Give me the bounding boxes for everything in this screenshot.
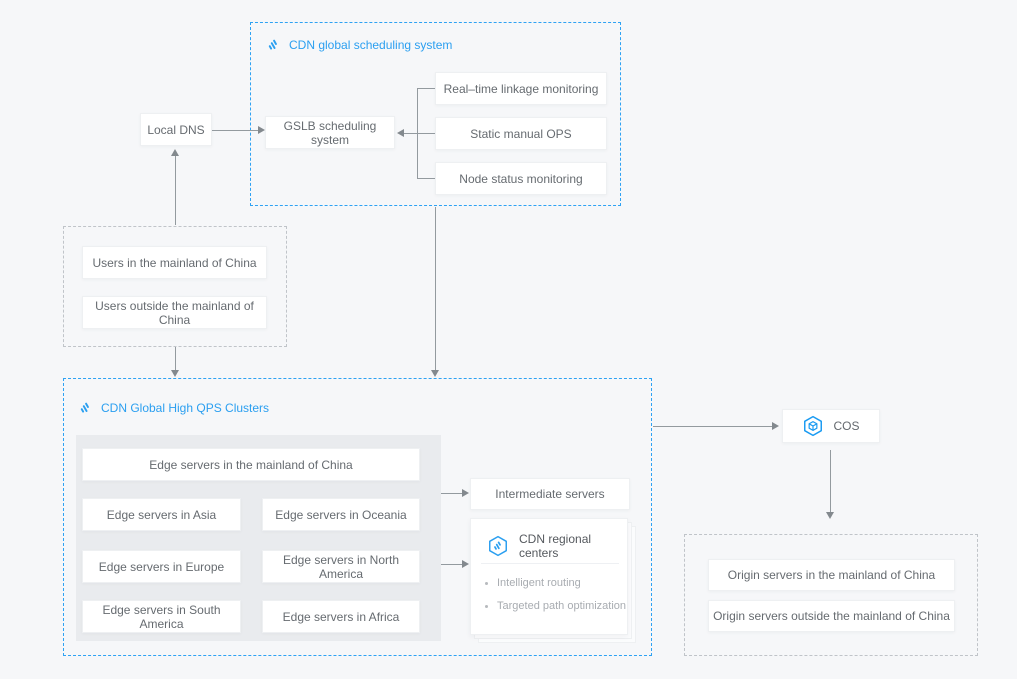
arrowhead-localdns-to-gslb [258,126,265,134]
line-users-to-clusters [175,347,176,370]
qps-clusters-title-label: CDN Global High QPS Clusters [101,401,270,415]
line-clusters-to-cos [653,426,772,427]
users-group [63,226,287,347]
gslb-scheduling-system-node: GSLB scheduling system [265,116,395,149]
edge-north-america-node: Edge servers in North America [262,550,420,583]
edge-label: Edge servers in Europe [98,559,225,574]
line-panel-to-regional [441,564,462,565]
cos-inner: COS [802,415,860,437]
gslb-label: GSLB scheduling system [283,118,377,147]
origin-label: Origin servers in the mainland of China [727,568,936,582]
arrowhead-panel-to-regional [462,560,469,568]
line-users-to-localdns [175,155,176,225]
monitor-label: Real–time linkage monitoring [443,81,599,96]
hexagon-cube-icon [802,415,824,437]
monitor-label: Static manual OPS [470,126,572,141]
edge-oceania-node: Edge servers in Oceania [262,498,420,531]
edge-south-america-node: Edge servers in South America [82,600,241,633]
regional-centers-card: CDN regional centers Intelligent routing… [470,518,628,635]
scheduling-system-group [250,22,621,206]
monitor-label: Node status monitoring [459,171,583,186]
arrowhead-scheduling-to-clusters [431,370,439,377]
edge-label: Edge servers in South America [102,602,221,631]
origin-outside-node: Origin servers outside the mainland of C… [708,600,955,632]
arrowhead-cos-to-origins [826,512,834,519]
regional-centers-title: CDN regional centers [519,532,592,560]
edge-mainland-node: Edge servers in the mainland of China [82,448,420,481]
users-label: Users in the mainland of China [92,255,257,270]
regional-bullet-label: Targeted path optimization [497,600,627,612]
bullet-dot [485,604,488,608]
arrowhead-panel-to-intermediate [462,489,469,497]
arrowhead-clusters-to-cos [772,422,779,430]
edge-label: Edge servers in Africa [282,609,400,624]
edge-asia-node: Edge servers in Asia [82,498,241,531]
qps-clusters-group [63,378,652,656]
edge-label: Edge servers in Asia [106,507,217,522]
regional-bullet-label: Intelligent routing [497,577,581,589]
arrowhead-users-to-localdns [171,149,179,156]
edge-africa-node: Edge servers in Africa [262,600,420,633]
qps-clusters-title: CDN Global High QPS Clusters [78,401,269,415]
origin-servers-group [684,534,978,656]
line-cos-to-origins [830,450,831,512]
monitor-stub-top [417,88,435,89]
cdn-wave-icon [266,38,280,52]
arrowhead-users-to-clusters [171,370,179,377]
monitor-stub-bottom [417,178,435,179]
regional-bullet-row: Intelligent routing [485,577,581,589]
cos-label: COS [833,419,860,433]
scheduling-system-title: CDN global scheduling system [266,38,452,52]
regional-bullet-row: Targeted path optimization [485,600,626,612]
line-scheduling-to-clusters [435,207,436,370]
local-dns-label: Local DNS [147,122,205,137]
node-status-monitoring-node: Node status monitoring [435,162,607,195]
scheduling-system-title-label: CDN global scheduling system [289,38,453,52]
users-outside-node: Users outside the mainland of China [82,296,267,329]
regional-centers-header: CDN regional centers [487,532,627,560]
bullet-dot [485,581,488,585]
local-dns-node: Local DNS [140,113,212,146]
line-localdns-to-gslb [212,130,258,131]
users-label: Users outside the mainland of China [95,298,254,327]
realtime-linkage-monitoring-node: Real–time linkage monitoring [435,72,607,105]
line-panel-to-intermediate [441,493,462,494]
edge-label: Edge servers in the mainland of China [149,457,353,472]
edge-label: Edge servers in North America [282,552,400,581]
cdn-wave-icon [78,401,92,415]
intermediate-servers-node: Intermediate servers [470,478,630,510]
origin-mainland-node: Origin servers in the mainland of China [708,559,955,591]
regional-centers-divider [481,563,619,564]
arrowhead-monitors-to-gslb [397,129,404,137]
hexagon-cdn-icon [487,535,509,557]
edge-label: Edge servers in Oceania [275,507,407,522]
cos-node: COS [782,409,880,443]
static-manual-ops-node: Static manual OPS [435,117,607,150]
intermediate-servers-label: Intermediate servers [495,487,605,501]
origin-label: Origin servers outside the mainland of C… [713,609,950,623]
edge-europe-node: Edge servers in Europe [82,550,241,583]
monitor-stub-middle [403,133,435,134]
users-mainland-node: Users in the mainland of China [82,246,267,279]
